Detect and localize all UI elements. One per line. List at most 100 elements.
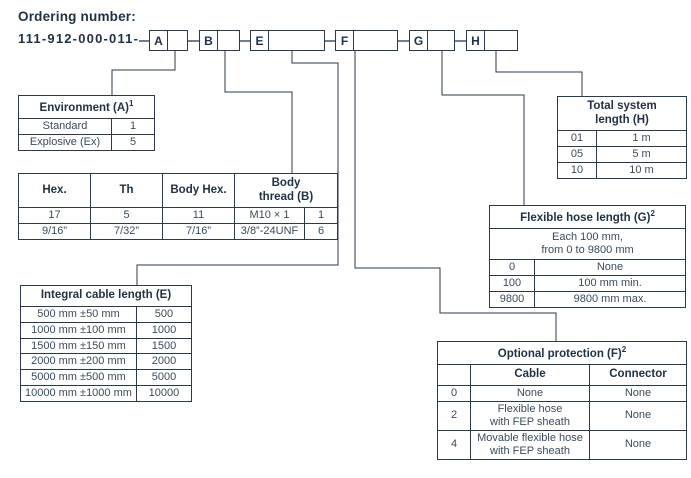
table-row: 5000 mm ±500 mm 5000 bbox=[21, 369, 191, 387]
cable-row-5-value: 10000 bbox=[135, 385, 191, 402]
code-box-h-slot[interactable] bbox=[485, 31, 517, 50]
protection-row-0-code: 0 bbox=[438, 384, 471, 402]
cable-row-4-value: 5000 bbox=[135, 369, 191, 387]
table-row: 01 1 m bbox=[558, 130, 686, 148]
total-length-row-1-code: 05 bbox=[558, 146, 597, 164]
hex-row-0-body-thread: M10 × 1 bbox=[234, 207, 305, 225]
protection-row-2-code: 4 bbox=[438, 429, 471, 459]
hex-header-body-thread-line2: thread (B) bbox=[258, 190, 314, 203]
code-box-a[interactable]: A bbox=[149, 30, 188, 51]
table-row: 1000 mm ±100 mm 1000 bbox=[21, 321, 191, 339]
code-box-g-letter: G bbox=[410, 31, 428, 50]
hex-row-1-code: 6 bbox=[304, 223, 337, 240]
table-row: 10000 mm ±1000 mm 10000 bbox=[21, 385, 191, 402]
table-row: Flexible hose length (G)2 bbox=[490, 206, 685, 230]
environment-title-text: Environment (A) bbox=[39, 101, 129, 114]
code-box-g[interactable]: G bbox=[409, 30, 455, 51]
environment-row-0-label: Standard bbox=[19, 118, 112, 136]
total-length-row-1-label: 5 m bbox=[596, 146, 686, 164]
body-thread-table: Hex. Th Body Hex. Body thread (B) 17 5 1… bbox=[18, 173, 338, 241]
hose-title: Flexible hose length (G)2 bbox=[490, 206, 685, 230]
table-row: 17 5 11 M10 × 1 1 bbox=[19, 207, 337, 225]
code-box-e-slot[interactable] bbox=[269, 31, 324, 50]
total-length-title: Total system length (H) bbox=[558, 97, 686, 132]
environment-footnote: 1 bbox=[129, 99, 134, 108]
total-length-title-line2: length (H) bbox=[595, 113, 649, 126]
wire-h-total bbox=[495, 51, 583, 96]
hex-row-1-body-hex: 7/16” bbox=[162, 223, 235, 240]
hex-header-th: Th bbox=[90, 174, 163, 209]
table-row: Cable Connector bbox=[438, 364, 686, 386]
hex-header-body-thread: Body thread (B) bbox=[234, 174, 337, 209]
wire-a-environment bbox=[111, 51, 176, 95]
cable-length-table: Integral cable length (E) 500 mm ±50 mm … bbox=[20, 285, 192, 403]
hex-row-0-hex: 17 bbox=[19, 207, 91, 225]
code-box-b-slot[interactable] bbox=[218, 31, 239, 50]
cable-row-0-label: 500 mm ±50 mm bbox=[21, 305, 137, 323]
protection-row-1-cable-line1: Flexible hose bbox=[497, 402, 563, 415]
code-box-e[interactable]: E bbox=[250, 30, 325, 51]
protection-row-1-code: 2 bbox=[438, 400, 471, 431]
code-box-b[interactable]: B bbox=[199, 30, 240, 51]
environment-table: Environment (A)1 Standard 1 Explosive (E… bbox=[18, 95, 155, 152]
protection-title-text: Optional protection (F) bbox=[497, 347, 622, 360]
total-length-table: Total system length (H) 01 1 m 05 5 m 10… bbox=[557, 96, 687, 180]
protection-row-2-cable-line2: with FEP sheath bbox=[490, 444, 570, 457]
total-length-row-0-label: 1 m bbox=[596, 130, 686, 148]
protection-footnote: 2 bbox=[621, 345, 627, 354]
hose-row-1-label: 100 mm min. bbox=[534, 275, 685, 293]
wire-e-cable bbox=[136, 51, 339, 285]
hex-row-1-body-thread: 3/8”-24UNF bbox=[234, 223, 305, 240]
hose-row-0-code: 0 bbox=[490, 259, 535, 277]
protection-row-2-connector: None bbox=[589, 429, 686, 459]
protection-row-1-cable: Flexible hose with FEP sheath bbox=[470, 400, 590, 431]
cable-row-0-value: 500 bbox=[135, 305, 191, 323]
table-row: Optional protection (F)2 bbox=[438, 342, 686, 366]
hose-row-0-label: None bbox=[534, 259, 685, 277]
hex-row-1-th: 7/32” bbox=[90, 223, 163, 240]
table-row: 2 Flexible hose with FEP sheath None bbox=[438, 400, 686, 431]
wire-g-hose bbox=[441, 51, 525, 205]
protection-col-connector: Connector bbox=[589, 364, 686, 386]
protection-row-1-cable-line2: with FEP sheath bbox=[490, 415, 570, 428]
code-box-h[interactable]: H bbox=[466, 30, 518, 51]
cable-row-2-label: 1500 mm ±150 mm bbox=[21, 337, 137, 355]
cable-row-1-value: 1000 bbox=[135, 321, 191, 339]
code-box-f[interactable]: F bbox=[335, 30, 398, 51]
table-row: 9800 9800 mm max. bbox=[490, 291, 685, 308]
hex-row-1-hex: 9/16” bbox=[19, 223, 91, 240]
hose-title-text: Flexible hose length (G) bbox=[520, 211, 651, 224]
total-length-row-2-code: 10 bbox=[558, 162, 597, 179]
cable-row-5-label: 10000 mm ±1000 mm bbox=[21, 385, 137, 402]
table-row: Each 100 mm, from 0 to 9800 mm bbox=[490, 228, 685, 261]
protection-row-2-cable: Movable flexible hose with FEP sheath bbox=[470, 429, 590, 459]
hex-row-0-body-hex: 11 bbox=[162, 207, 235, 225]
code-box-a-slot[interactable] bbox=[168, 31, 187, 50]
code-box-f-slot[interactable] bbox=[354, 31, 397, 50]
hose-note: Each 100 mm, from 0 to 9800 mm bbox=[490, 228, 685, 261]
optional-protection-table: Optional protection (F)2 Cable Connector… bbox=[437, 341, 687, 460]
cable-row-3-label: 2000 mm ±200 mm bbox=[21, 353, 137, 371]
environment-row-1-value: 5 bbox=[111, 134, 154, 151]
hose-note-line2: from 0 to 9800 mm bbox=[541, 244, 634, 257]
code-box-b-letter: B bbox=[200, 31, 218, 50]
code-box-f-letter: F bbox=[336, 31, 354, 50]
protection-col-cable: Cable bbox=[470, 364, 590, 386]
environment-title: Environment (A)1 bbox=[19, 96, 154, 120]
hose-note-line1: Each 100 mm, bbox=[552, 231, 623, 244]
table-row: Explosive (Ex) 5 bbox=[19, 134, 154, 151]
hose-row-2-label: 9800 mm max. bbox=[534, 291, 685, 308]
table-row: 1500 mm ±150 mm 1500 bbox=[21, 337, 191, 355]
cable-row-3-value: 2000 bbox=[135, 353, 191, 371]
hose-length-table: Flexible hose length (G)2 Each 100 mm, f… bbox=[489, 205, 686, 309]
protection-col-blank bbox=[438, 364, 471, 386]
hex-row-0-code: 1 bbox=[304, 207, 337, 225]
hex-header-body-thread-line1: Body bbox=[271, 177, 301, 189]
environment-row-1-label: Explosive (Ex) bbox=[19, 134, 112, 151]
hex-header-body-hex: Body Hex. bbox=[162, 174, 235, 209]
environment-row-0-value: 1 bbox=[111, 118, 154, 136]
table-row: 500 mm ±50 mm 500 bbox=[21, 305, 191, 323]
table-row: Integral cable length (E) bbox=[21, 286, 191, 307]
table-row: 10 10 m bbox=[558, 162, 686, 179]
code-box-g-slot[interactable] bbox=[428, 31, 454, 50]
